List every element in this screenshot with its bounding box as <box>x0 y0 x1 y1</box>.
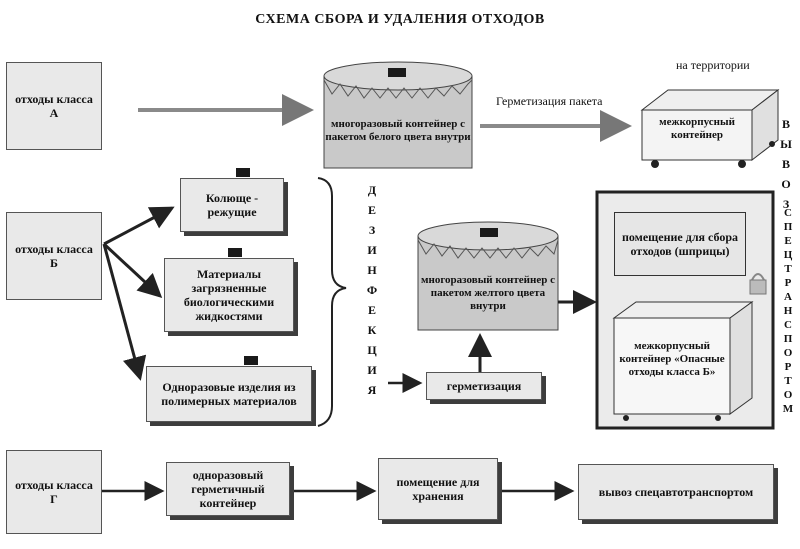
yellow-bag-container-shape <box>417 221 559 331</box>
class-b-box: отходы класса Б <box>6 212 102 300</box>
dangerous-cart-shape <box>612 301 754 421</box>
syringe-room-box: помещение для сбора отходов (шприцы) <box>614 212 746 276</box>
white-bag-container-shape <box>323 61 473 169</box>
yellow-bag-container-label: многоразовый контейнер с пакетом желтого… <box>421 273 555 312</box>
disposable-waste-box: Одноразовые изделия из полимерных матери… <box>146 366 312 422</box>
disposable-tag-icon <box>244 356 258 365</box>
class-a-box: отходы класса А <box>6 62 102 150</box>
territory-cart-label: межкорпусный контейнер <box>659 116 735 141</box>
bio-waste-box: Материалы загрязненные биологическими жи… <box>164 258 294 332</box>
territory-label: на территории <box>676 58 750 72</box>
page-title: СХЕМА СБОРА И УДАЛЕНИЯ ОТХОДОВ <box>255 12 545 27</box>
sealed-container-box: одноразовый герметичный контейнер <box>166 462 290 516</box>
bag-sealing-label: Герметизация пакета <box>496 94 603 108</box>
sharp-tag-icon <box>236 168 250 177</box>
white-bag-container-label: многоразовый контейнер с пакетом белого … <box>325 118 471 143</box>
sealing-box: герметизация <box>426 372 542 400</box>
class-g-box: отходы класса Г <box>6 450 102 534</box>
sharp-waste-box: Колюще - режущие <box>180 178 284 232</box>
dangerous-cart-label: межкорпусный контейнер «Опасные отходы к… <box>619 340 725 378</box>
territory-cart-shape <box>640 88 780 168</box>
bio-tag-icon <box>228 248 242 257</box>
storage-room-box: помещение для хранения <box>378 458 498 520</box>
special-export-box: вывоз спецавтотранспортом <box>578 464 774 520</box>
